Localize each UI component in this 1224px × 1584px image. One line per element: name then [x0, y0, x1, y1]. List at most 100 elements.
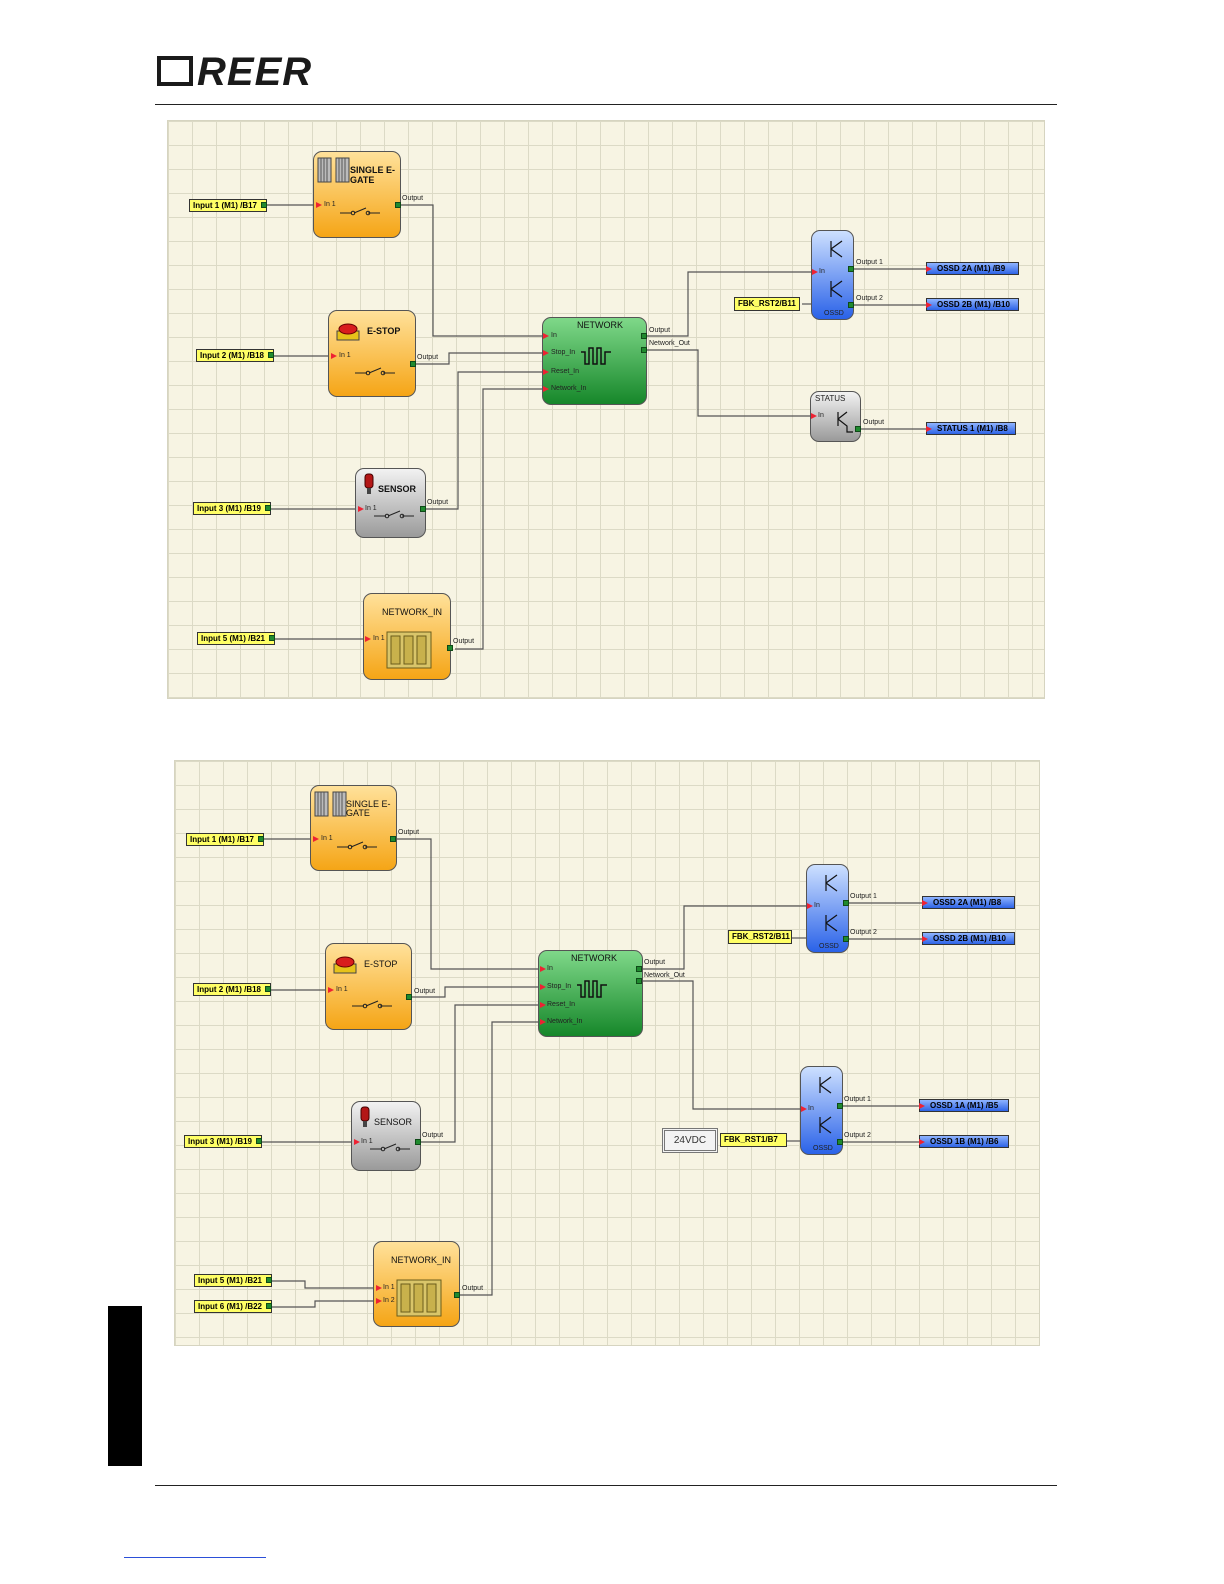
input-tag-3[interactable]: Input 3 (M1) /B19 [184, 1135, 262, 1148]
diagram-2-wires [262, 838, 922, 1308]
output-pin[interactable] [843, 900, 849, 906]
network-in-block[interactable]: NETWORK_IN [363, 593, 451, 680]
input-arrow [540, 1019, 546, 1025]
wire-i6-netin [272, 1300, 376, 1308]
output-pin[interactable] [636, 966, 642, 972]
block-title: E-STOP [367, 326, 401, 336]
port-reset-in-label: Reset_In [551, 368, 580, 375]
input-arrow [376, 1298, 382, 1304]
output-pin[interactable] [410, 361, 416, 367]
port-network-out-label: Network_Out [649, 340, 690, 347]
output-tag-1[interactable]: OSSD 2A (M1) /B9 [926, 262, 1019, 275]
network-block[interactable]: NETWORK [542, 317, 647, 405]
footer-link-underline[interactable] [124, 1557, 266, 1558]
diagram-2-canvas: Input 1 (M1) /B17 Input 2 (M1) /B18 Inpu… [174, 760, 1040, 1346]
wire-network-status [647, 349, 812, 417]
diagram-1-wires [267, 204, 926, 650]
output-pin[interactable] [855, 426, 861, 432]
estop-block[interactable]: E-STOP [325, 943, 412, 1030]
output-pin[interactable] [406, 994, 412, 1000]
network-out-pin[interactable] [641, 347, 647, 353]
ossd-block-b[interactable]: OSSD [800, 1066, 843, 1155]
voltage-note: 24VDC [662, 1128, 718, 1153]
port-stop-in-label: Stop_In [551, 349, 576, 356]
status-block[interactable]: STATUS [810, 391, 861, 442]
output-pin[interactable] [395, 202, 401, 208]
output-pin[interactable] [837, 1103, 843, 1109]
block-title: NETWORK_IN [382, 607, 443, 617]
sensor-block[interactable]: SENSOR [351, 1101, 421, 1171]
wire-egate-network [396, 838, 540, 970]
output-tag-1[interactable]: OSSD 2A (M1) /B8 [922, 896, 1015, 909]
input-tag-5[interactable]: Input 5 (M1) /B21 [194, 1274, 272, 1287]
port-out2-label: Output 2 [850, 929, 877, 936]
wire-netin-network [455, 388, 543, 650]
input-tag-3[interactable]: Input 3 (M1) /B19 [193, 502, 271, 515]
transistor-icon [819, 1076, 832, 1134]
single-egate-block[interactable]: SINGLE E- GATE [310, 785, 397, 871]
controller-module-icon [396, 1279, 442, 1317]
estop-block[interactable]: E-STOP [328, 310, 416, 397]
output-pin[interactable] [843, 936, 849, 942]
contact-icon [337, 841, 377, 850]
single-egate-block[interactable]: SINGLE E- GATE [313, 151, 401, 238]
input-tag-1[interactable]: Input 1 (M1) /B17 [186, 833, 264, 846]
network-in-block[interactable]: NETWORK_IN [373, 1241, 460, 1327]
tag-pin [265, 986, 271, 992]
network-block[interactable]: NETWORK [538, 950, 643, 1037]
sensor-block[interactable]: SENSOR [355, 468, 426, 538]
port-in-label: In [551, 332, 557, 339]
output-pin[interactable] [390, 836, 396, 842]
fbk-tag-1[interactable]: FBK_RST2/B11 [728, 930, 792, 944]
tag-pin [258, 836, 264, 842]
sensor-icon [360, 1106, 370, 1127]
fbk-tag[interactable]: FBK_RST2/B11 [734, 297, 800, 311]
ossd-block[interactable]: OSSD [811, 230, 854, 320]
transistor-icon [825, 874, 838, 932]
input-tag-6[interactable]: Input 6 (M1) /B22 [194, 1300, 272, 1313]
tag-pin [265, 505, 271, 511]
port-in-label: In [808, 1105, 814, 1112]
port-output-label: Output [462, 1285, 484, 1292]
output-pin[interactable] [420, 506, 426, 512]
output-pin[interactable] [848, 302, 854, 308]
output-tag-3[interactable]: OSSD 1A (M1) /B5 [919, 1099, 1009, 1112]
input-tag-5[interactable]: Input 5 (M1) /B21 [197, 632, 275, 645]
output-pin[interactable] [641, 333, 647, 339]
input-tag-1[interactable]: Input 1 (M1) /B17 [189, 199, 267, 212]
input-arrow [358, 506, 364, 512]
port-output-label: Output [422, 1132, 444, 1139]
network-out-pin[interactable] [636, 978, 642, 984]
output-pin[interactable] [848, 266, 854, 272]
input-arrow [316, 202, 322, 208]
output-pin[interactable] [415, 1139, 421, 1145]
output-tag-3[interactable]: STATUS 1 (M1) /B8 [926, 422, 1016, 435]
output-pin[interactable] [454, 1292, 460, 1298]
output-arrow [926, 302, 932, 308]
input-tag-2[interactable]: Input 2 (M1) /B18 [193, 983, 271, 996]
footer-rule [155, 1485, 1057, 1486]
port-network-out-label: Network_Out [644, 972, 685, 979]
input-arrow [801, 1106, 807, 1112]
ossd-block-a[interactable]: OSSD [806, 864, 849, 953]
input-tag-2[interactable]: Input 2 (M1) /B18 [196, 349, 274, 362]
output-tag-2[interactable]: OSSD 2B (M1) /B10 [926, 298, 1019, 311]
output-tag-2[interactable]: OSSD 2B (M1) /B10 [922, 932, 1015, 945]
port-in2-label: In 2 [383, 1297, 395, 1304]
output-arrow [926, 426, 932, 432]
port-output-label: Output [417, 354, 439, 361]
output-arrow [926, 266, 932, 272]
output-tag-4[interactable]: OSSD 1B (M1) /B6 [919, 1135, 1009, 1148]
block-title: SENSOR [378, 484, 417, 494]
output-pin[interactable] [447, 645, 453, 651]
port-output-label: Output [863, 419, 885, 426]
logo-mark-icon [157, 56, 193, 86]
input-arrow [354, 1139, 360, 1145]
port-output-label: Output [453, 638, 475, 645]
block-title: E-STOP [364, 959, 398, 969]
contact-icon [370, 1143, 410, 1152]
fbk-tag-2[interactable]: FBK_RST1/B7 [720, 1133, 787, 1147]
block-title: SINGLE E- [350, 165, 396, 175]
port-output-label: Output [644, 959, 666, 966]
output-pin[interactable] [837, 1139, 843, 1145]
